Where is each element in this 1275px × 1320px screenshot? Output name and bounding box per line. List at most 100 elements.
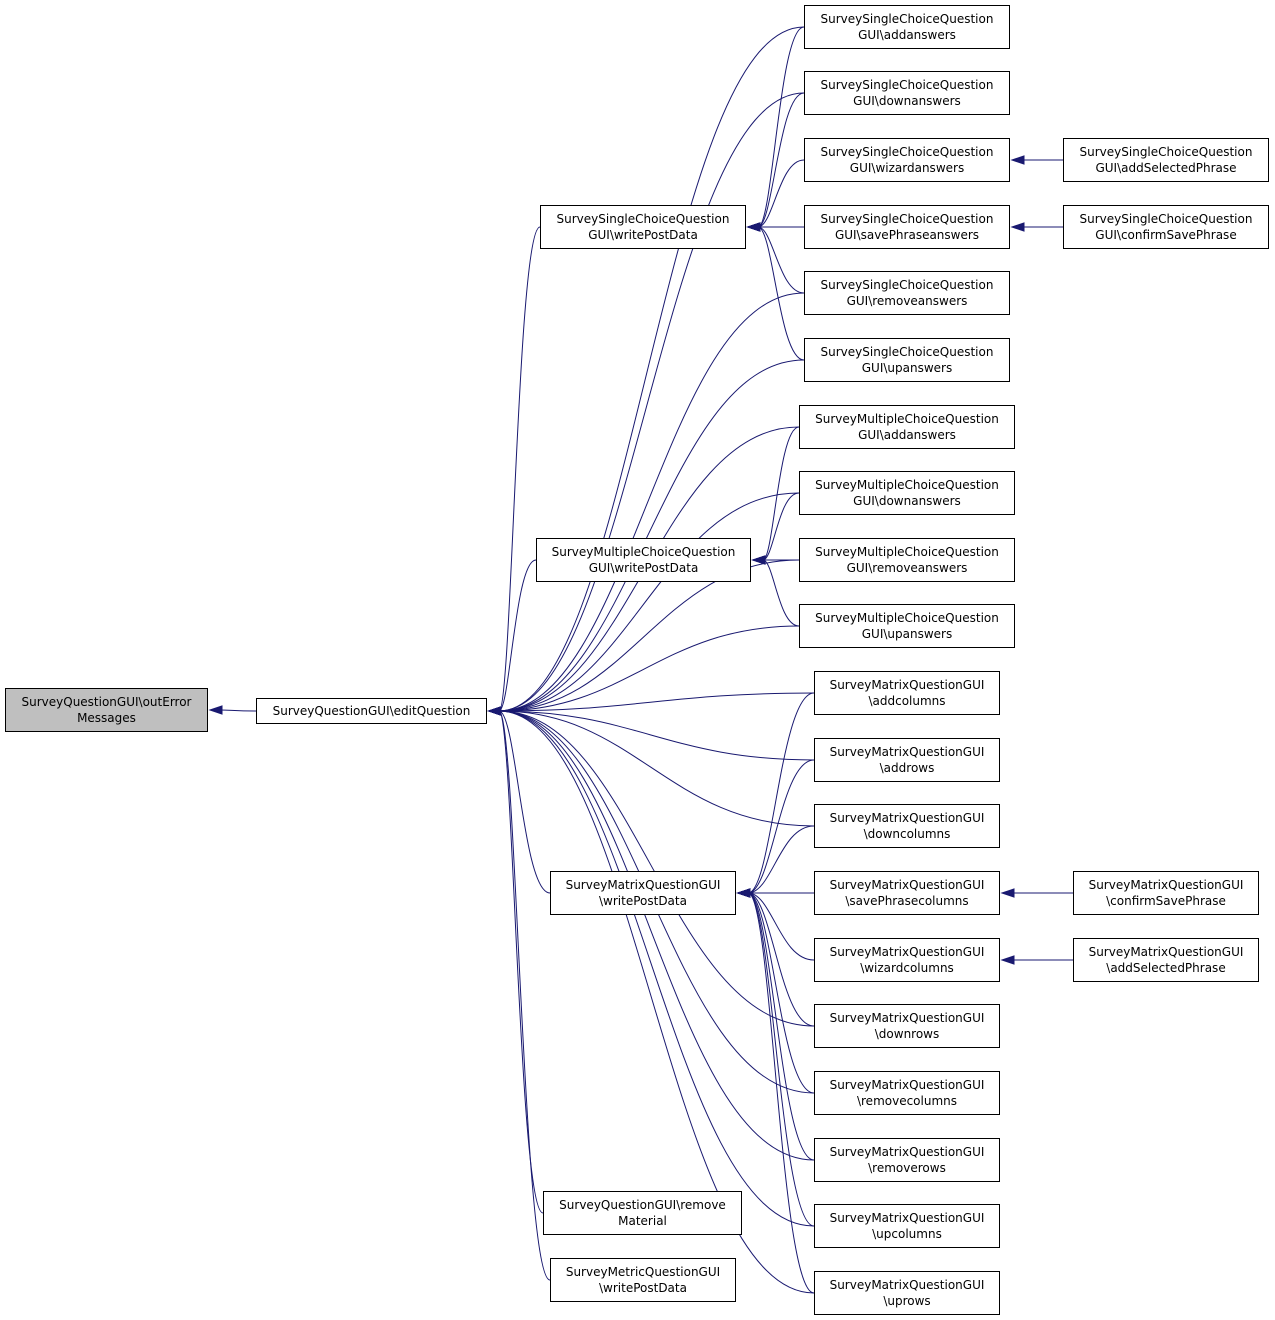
edge-mx-addrows-to-editQuestion [498,710,815,761]
edge-editQuestion-to-outError [219,709,257,712]
node-label-line: GUI\upanswers [861,627,953,641]
node-mx-upcol[interactable]: SurveyMatrixQuestionGUI\upcolumns [814,1204,1000,1248]
edge-mx-downrows-to-editQuestion [498,710,815,1027]
node-editQuestion[interactable]: SurveyQuestionGUI\editQuestion [256,698,487,724]
node-label-line: SurveyMatrixQuestionGUI [829,1011,985,1025]
edge-removeMaterial-to-editQuestion [498,710,544,1214]
node-mx-remcol[interactable]: SurveyMatrixQuestionGUI \removecolumns [814,1071,1000,1115]
edge-sc-remove-to-sc-write [757,226,805,294]
edge-mx-downcol-to-editQuestion [498,710,815,827]
edge-sc-write-to-editQuestion [498,226,541,712]
edge-mx-addrows-to-mx-write [747,759,815,894]
node-label-line: SurveyQuestionGUI\remove [559,1198,726,1212]
edge-mx-downrows-to-mx-write [747,892,815,1027]
node-label-line: \downcolumns [863,827,951,841]
edge-metric-write-to-editQuestion [498,710,551,1281]
edge-sc-add-to-editQuestion [498,26,805,712]
edge-mx-write-to-editQuestion [498,710,551,894]
arrowhead [1000,888,1015,898]
node-label-line: SurveyMatrixQuestionGUI [1088,945,1244,959]
node-mx-confirm[interactable]: SurveyMatrixQuestionGUI \confirmSavePhras… [1073,871,1259,915]
node-mx-addSel[interactable]: SurveyMatrixQuestionGUI \addSelectedPhras… [1073,938,1259,982]
node-label-line: SurveySingleChoiceQuestion [820,145,994,159]
node-label-line: GUI\writePostData [588,561,699,575]
node-label-line: GUI\upanswers [861,361,953,375]
node-label-line: GUI\savePhraseanswers [834,228,980,242]
node-label-line: SurveyMatrixQuestionGUI [1088,878,1244,892]
node-label-line: SurveyMatrixQuestionGUI [829,1078,985,1092]
node-label-line: GUI\addSelectedPhrase [1095,161,1237,175]
node-label-line: SurveySingleChoiceQuestion [820,212,994,226]
node-label-line: SurveySingleChoiceQuestion [820,345,994,359]
node-label-line: SurveyMatrixQuestionGUI [829,945,985,959]
node-label-line: \confirmSavePhrase [1106,894,1226,908]
node-mx-addcol[interactable]: SurveyMatrixQuestionGUI\addcolumns [814,671,1000,715]
node-label-line: SurveyMatrixQuestionGUI [829,1211,985,1225]
node-label-line: SurveyMatrixQuestionGUI [829,1145,985,1159]
edge-mx-upcol-to-editQuestion [498,710,815,1227]
arrowhead [751,555,766,565]
arrowhead [1010,155,1025,165]
node-mx-savecol[interactable]: SurveyMatrixQuestionGUI\savePhrasecolumn… [814,871,1000,915]
node-label-line: \addrows [879,761,935,775]
node-label-line: SurveyMultipleChoiceQuestion [815,412,999,426]
edge-sc-remove-to-editQuestion [498,292,805,712]
node-label-line: \addSelectedPhrase [1106,961,1226,975]
node-label-line: SurveyMultipleChoiceQuestion [815,611,999,625]
edge-sc-up-to-sc-write [757,226,805,361]
edge-mc-down-to-editQuestion [498,492,800,712]
node-mx-uprows[interactable]: SurveyMatrixQuestionGUI\uprows [814,1271,1000,1315]
node-mx-addrows[interactable]: SurveyMatrixQuestionGUI\addrows [814,738,1000,782]
edge-mx-downcol-to-mx-write [747,825,815,894]
edge-mc-write-to-editQuestion [498,559,537,712]
node-label-line: \removecolumns [856,1094,958,1108]
arrowhead [487,706,502,716]
edge-mc-add-to-mc-write [762,426,800,561]
node-mx-remrows[interactable]: SurveyMatrixQuestionGUI\removerows [814,1138,1000,1182]
node-mx-wizcol[interactable]: SurveyMatrixQuestionGUI \wizardcolumns [814,938,1000,982]
node-mx-write[interactable]: SurveyMatrixQuestionGUI\writePostData [550,871,736,915]
node-label-line: Messages [77,711,136,725]
node-label-line: \wizardcolumns [860,961,954,975]
arrowhead [1010,222,1025,232]
edge-mx-uprows-to-editQuestion [498,710,815,1294]
node-label-line: \writePostData [599,1281,687,1295]
node-label-line: SurveySingleChoiceQuestion [820,278,994,292]
node-mx-downcol[interactable]: SurveyMatrixQuestionGUI\downcolumns [814,804,1000,848]
node-label-line: SurveyQuestionGUI\editQuestion [272,704,471,718]
arrowhead [746,222,761,232]
node-label-line: SurveySingleChoiceQuestion [1079,145,1253,159]
node-label-line: SurveyMultipleChoiceQuestion [551,545,736,559]
edge-mx-wizcol-to-mx-write [747,892,815,961]
node-label-line: \writePostData [599,894,687,908]
node-mx-downrows[interactable]: SurveyMatrixQuestionGUI\downrows [814,1004,1000,1048]
edge-mx-uprows-to-mx-write [747,892,815,1294]
node-label-line: SurveyMatrixQuestionGUI [829,678,985,692]
node-label-line: GUI\removeanswers [846,294,968,308]
node-label-line: Material [618,1214,667,1228]
node-label-line: SurveySingleChoiceQuestion [1079,212,1253,226]
edge-sc-up-to-editQuestion [498,359,805,712]
node-label-line: SurveyMultipleChoiceQuestion [815,545,999,559]
node-label-line: GUI\removeanswers [846,561,968,575]
node-label-line: SurveyMultipleChoiceQuestion [815,478,999,492]
edge-sc-add-to-sc-write [757,26,805,228]
node-metric-write[interactable]: SurveyMetricQuestionGUI\writePostData [550,1258,736,1302]
